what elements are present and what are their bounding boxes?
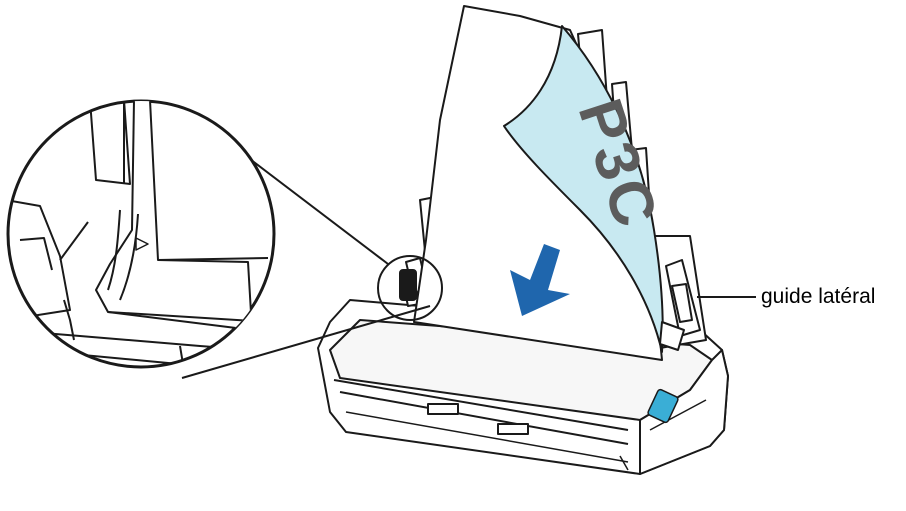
display-panel xyxy=(647,388,679,424)
right-side-guide xyxy=(659,259,701,351)
triangle-marker-icon xyxy=(135,237,149,251)
magnifier-connector xyxy=(181,155,431,379)
page-curl xyxy=(503,25,664,353)
down-arrow-icon xyxy=(510,244,570,316)
magnifier-lens xyxy=(6,99,276,369)
paper-sheet xyxy=(413,5,664,361)
magnifier-source-circle xyxy=(377,255,443,321)
side-guide-label: guide latéral xyxy=(761,285,876,308)
